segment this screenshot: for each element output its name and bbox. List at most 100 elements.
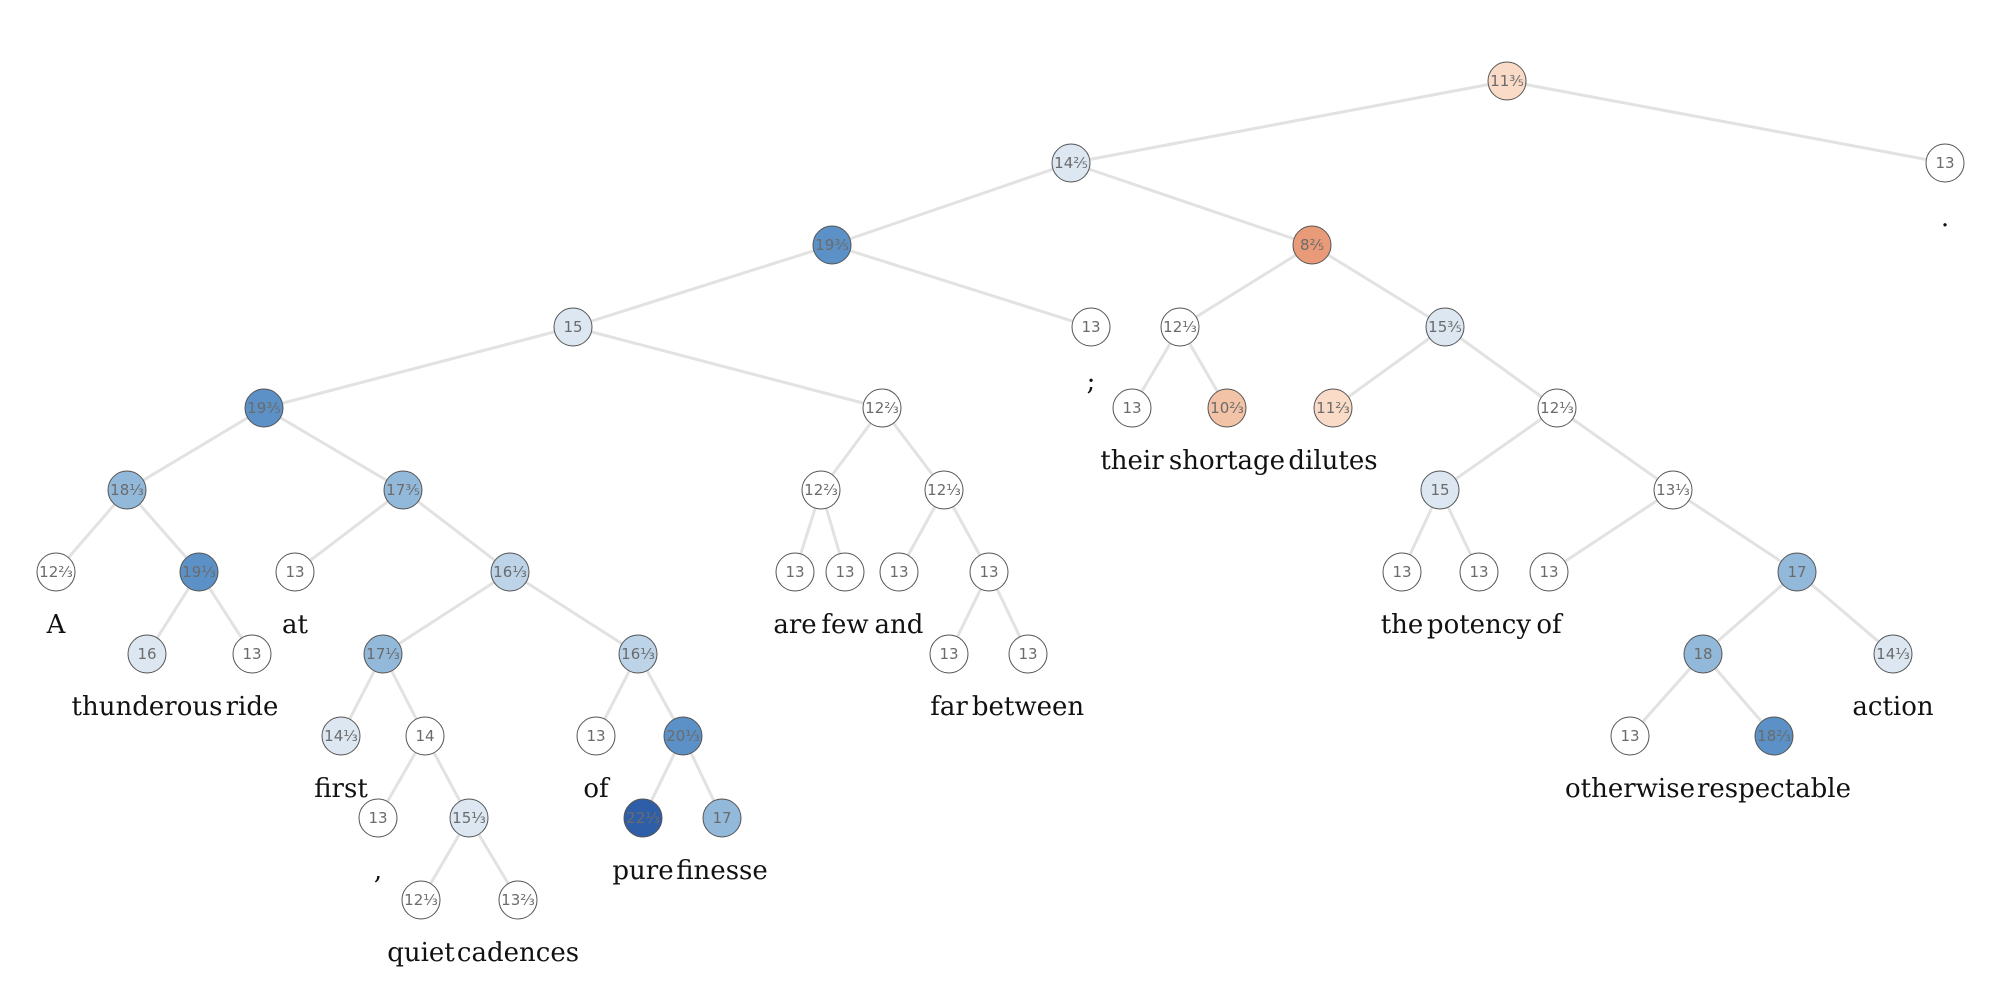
tree-node: 13 <box>275 552 315 592</box>
node-score-label: 13 <box>979 563 998 581</box>
tree-node: 12⅓ <box>1537 388 1577 428</box>
node-circle <box>36 552 76 592</box>
leaf-word: of <box>1536 610 1564 640</box>
node-circle <box>1160 307 1200 347</box>
node-circle <box>363 634 403 674</box>
leaf-word: cadences <box>457 938 579 968</box>
tree-edge <box>1506 79 1946 165</box>
node-score-label: 18⅓ <box>110 481 144 499</box>
node-score-label: 13 <box>1539 563 1558 581</box>
tree-edge <box>1444 325 1558 410</box>
node-score-label: 12⅓ <box>927 481 961 499</box>
node-score-label: 13 <box>586 727 605 745</box>
tree-node: 12⅔ <box>36 552 76 592</box>
node-score-label: 11⅔ <box>1316 399 1350 417</box>
tree-edge <box>831 161 1072 247</box>
node-score-label: 15 <box>563 318 582 336</box>
node-score-label: 13⅓ <box>1656 481 1690 499</box>
tree-edge <box>294 488 404 574</box>
node-circle <box>702 798 742 838</box>
tree-node: 13 <box>775 552 815 592</box>
node-score-label: 8⅖ <box>1300 236 1324 254</box>
leaf-word: and <box>875 610 924 640</box>
tree-edge <box>1070 161 1313 247</box>
node-score-label: 16⅓ <box>621 645 655 663</box>
tree-node: 15⅗ <box>1425 307 1465 347</box>
tree-node: 13⅔ <box>498 880 538 920</box>
node-circle <box>1925 143 1965 183</box>
tree-edge <box>572 243 833 329</box>
leaf-word: thunderous <box>72 692 223 722</box>
tree-node: 13 <box>879 552 919 592</box>
tree-node: 13⅓ <box>1653 470 1693 510</box>
leaf-word: their <box>1100 446 1164 476</box>
leaf-word: shortage <box>1169 446 1285 476</box>
node-score-label: 14⅖ <box>1054 154 1088 172</box>
leaf-word: the <box>1381 610 1424 640</box>
tree-node: 11⅔ <box>1313 388 1353 428</box>
node-score-label: 14 <box>415 727 434 745</box>
node-score-label: 10⅔ <box>1210 399 1244 417</box>
node-score-label: 13 <box>939 645 958 663</box>
node-circle <box>1529 552 1569 592</box>
tree-edge <box>1179 243 1313 329</box>
node-circle <box>1071 307 1111 347</box>
tree-edge <box>1672 488 1798 574</box>
node-circle <box>1683 634 1723 674</box>
tree-edge <box>263 406 404 492</box>
node-circle <box>383 470 423 510</box>
node-score-label: 19⅗ <box>247 399 281 417</box>
tree-node: 19⅗ <box>244 388 284 428</box>
node-score-label: 12⅓ <box>1540 399 1574 417</box>
tree-node: 12⅓ <box>1160 307 1200 347</box>
leaf-word: . <box>1941 203 1949 233</box>
tree-node: 17 <box>1777 552 1817 592</box>
tree-node: 14⅖ <box>1051 143 1091 183</box>
tree-node: 13 <box>1071 307 1111 347</box>
node-score-label: 13 <box>1122 399 1141 417</box>
node-circle <box>1754 716 1794 756</box>
node-score-label: 18 <box>1693 645 1712 663</box>
node-score-label: 13 <box>1392 563 1411 581</box>
tree-node: 19⅗ <box>812 225 852 265</box>
node-circle <box>401 880 441 920</box>
tree-edge <box>1556 406 1674 492</box>
node-score-label: 12⅔ <box>865 399 899 417</box>
node-circle <box>553 307 593 347</box>
tree-node: 10⅔ <box>1207 388 1247 428</box>
node-score-label: 13⅔ <box>501 891 535 909</box>
tree-node: 18⅓ <box>107 470 147 510</box>
node-circle <box>1207 388 1247 428</box>
node-score-label: 17⅓ <box>366 645 400 663</box>
tree-node: 17 <box>702 798 742 838</box>
node-circle <box>232 634 272 674</box>
node-circle <box>127 634 167 674</box>
node-score-label: 13 <box>1018 645 1037 663</box>
node-score-label: 12⅔ <box>804 481 838 499</box>
node-circle <box>663 716 703 756</box>
node-score-label: 11⅗ <box>1490 72 1524 90</box>
leaf-word: few <box>821 610 868 640</box>
tree-edge <box>1702 570 1798 656</box>
node-score-label: 13 <box>242 645 261 663</box>
leaf-word: potency <box>1427 610 1531 640</box>
node-circle <box>1610 716 1650 756</box>
node-circle <box>825 552 865 592</box>
tree-node: 17⅓ <box>363 634 403 674</box>
tree-edge <box>1439 406 1558 492</box>
tree-node: 13 <box>1529 552 1569 592</box>
node-score-label: 19⅓ <box>182 563 216 581</box>
tree-edge <box>263 325 574 410</box>
node-score-label: 16⅓ <box>493 563 527 581</box>
node-score-label: 15⅓ <box>452 809 486 827</box>
tree-node: 13 <box>929 634 969 674</box>
tree-node: 13 <box>969 552 1009 592</box>
node-circle <box>924 470 964 510</box>
node-circle <box>775 552 815 592</box>
node-circle <box>623 798 663 838</box>
tree-node: 14⅓ <box>321 716 361 756</box>
node-circle <box>179 552 219 592</box>
leaf-word: ; <box>1087 367 1096 397</box>
